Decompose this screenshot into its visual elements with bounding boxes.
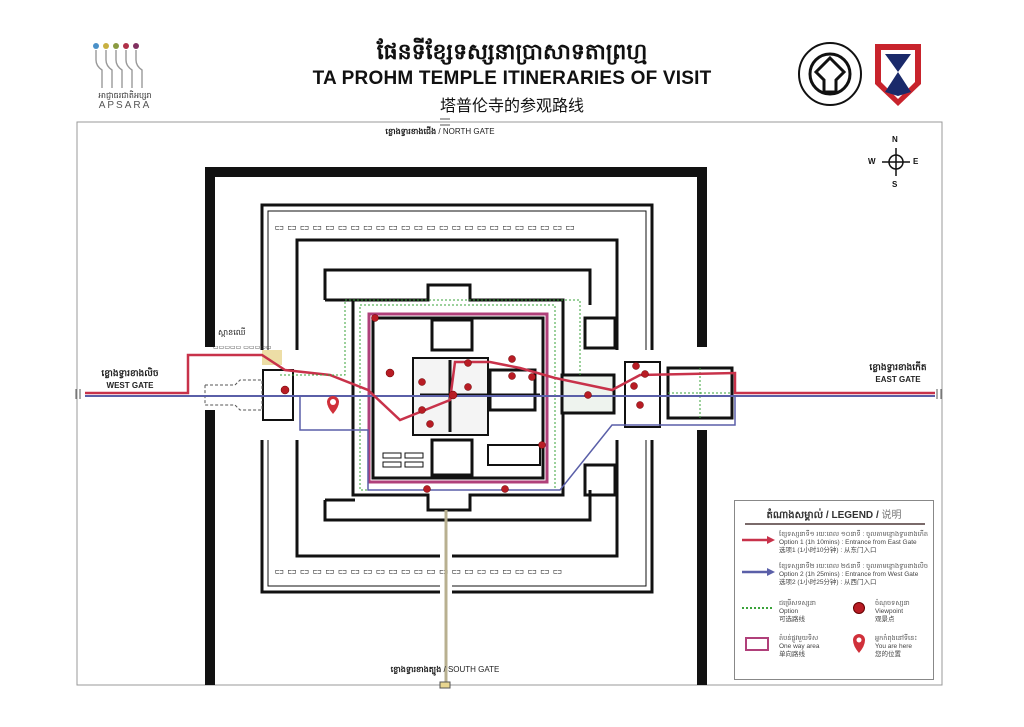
legend-title: តំណាងសម្គាល់ / LEGEND / 说明 [735, 506, 933, 523]
legend-item-one-way: តំបន់ផ្លូវមួយទិស One way area 单向路线 [779, 635, 819, 659]
location-pin-icon [853, 634, 865, 653]
legend-option2-chinese: 选项2 (1小时25分钟) : 从西门入口 [779, 579, 877, 586]
legend-item-option: ជម្រើសទស្សនា Option 可选路线 [779, 600, 816, 624]
viewpoint [584, 391, 592, 399]
title-english: TA PROHM TEMPLE ITINERARIES OF VISIT [312, 68, 712, 89]
outer-enclosure-wall [205, 167, 707, 685]
moat-walls [260, 203, 654, 594]
viewpoint [426, 420, 434, 428]
west-gate-label: ខ្លោងទ្វារខាងលិច WEST GATE [90, 368, 170, 390]
legend-viewpoint-khmer: ចំណុចទស្សនា [875, 600, 910, 607]
red-arrow-icon [742, 536, 775, 544]
south-gate-label: ខ្លោងទ្វារខាងត្បូង / SOUTH GATE [360, 664, 530, 676]
legend: តំណាងសម្គាល់ / LEGEND / 说明 ខ្សែទស្សនាទី១… [734, 500, 934, 680]
south-gate-khmer: ខ្លោងទ្វារខាងត្បូង [390, 665, 442, 674]
route-option1 [85, 353, 935, 422]
legend-viewpoint-chinese: 观景点 [875, 616, 895, 623]
viewpoint [632, 362, 640, 370]
apsara-logo [84, 38, 164, 113]
west-gate-khmer: ខ្លោងទ្វារខាងលិច [101, 368, 159, 378]
compass-e: E [913, 157, 919, 166]
legend-optional-english: Option [779, 608, 799, 615]
one-way-area-icon [745, 637, 769, 651]
green-dots-icon [742, 607, 774, 609]
compass-rose [882, 148, 910, 176]
svg-text:⊏⊐ ⊏⊐ ⊏⊐ ⊏⊐ ⊏⊐ ⊏⊐ ⊏⊐ ⊏⊐ ⊏⊐ ⊏⊐: ⊏⊐ ⊏⊐ ⊏⊐ ⊏⊐ ⊏⊐ ⊏⊐ ⊏⊐ ⊏⊐ ⊏⊐ ⊏⊐ ⊏⊐ ⊏⊐ ⊏⊐ ⊏… [275, 568, 562, 576]
viewpoint [423, 485, 431, 493]
legend-title-khmer: តំណាងសម្គាល់ [766, 510, 824, 521]
title-khmer: ផែនទីខ្សែទស្សនាប្រាសាទតាព្រហ្ម [376, 40, 648, 65]
you-are-here-pin [327, 396, 339, 414]
viewpoint [528, 373, 536, 381]
viewpoint [418, 406, 426, 414]
legend-option1-khmer: ខ្សែទស្សនាទី១ រយៈពេល ១០នាទី : ចូលតាមខ្លោ… [779, 531, 928, 538]
legend-oneway-english: One way area [779, 643, 820, 650]
legend-viewpoint-english: Viewpoint [875, 608, 904, 615]
north-gate-english: / NORTH GATE [438, 127, 495, 136]
wooden-bridge-label: ស្ពានឈើ [218, 327, 246, 337]
legend-sep: / [875, 510, 879, 521]
legend-optional-khmer: ជម្រើសទស្សនា [779, 600, 816, 607]
viewpoint [385, 368, 395, 378]
viewpoint [418, 378, 426, 386]
east-gate-english: EAST GATE [875, 375, 921, 384]
viewpoint [508, 355, 516, 363]
compass-w: W [868, 157, 876, 166]
viewpoint [636, 401, 644, 409]
legend-title-english: LEGEND [831, 510, 874, 521]
legend-option2-english: Option 2 (1h 25mins) : Entrance from Wes… [779, 571, 919, 578]
viewpoint [501, 485, 509, 493]
viewpoint [448, 390, 458, 400]
viewpoint [464, 359, 472, 367]
compass-s: S [892, 180, 898, 189]
legend-here-khmer: អ្នកកំពុងនៅទីនេះ [875, 635, 918, 642]
north-gate-label: ខ្លោងទ្វារខាងជើង / NORTH GATE [360, 126, 520, 138]
legend-option2-khmer: ខ្សែទស្សនាទី២ រយៈពេល ២៥នាទី : ចូលតាមខ្លោ… [779, 563, 928, 570]
ponds [583, 316, 617, 497]
compass-n: N [892, 135, 898, 144]
legend-oneway-khmer: តំបន់ផ្លូវមួយទិស [779, 635, 819, 642]
viewpoints [280, 314, 649, 493]
viewpoint [641, 370, 649, 378]
title-chinese: 塔普伦寺的参观路线 [439, 96, 584, 115]
moat-markers: ⊏⊐ ⊏⊐ ⊏⊐ ⊏⊐ ⊏⊐ ⊏⊐ ⊏⊐ ⊏⊐ ⊏⊐ ⊏⊐ ⊏⊐ ⊏⊐ ⊏⊐ ⊏… [275, 224, 574, 576]
legend-option1-chinese: 选项1 (1小时10分钟) : 从东门入口 [779, 547, 877, 554]
east-gate-label: ខ្លោងទ្វារខាងកើត EAST GATE [858, 362, 938, 384]
legend-here-chinese: 您的位置 [875, 651, 901, 658]
legend-sep: / [825, 510, 829, 521]
apsara-name: APSARA [98, 100, 152, 111]
south-gate-english: / SOUTH GATE [443, 665, 500, 674]
legend-here-english: You are here [875, 643, 912, 650]
viewpoint [538, 441, 546, 449]
west-gate-english: WEST GATE [106, 381, 154, 390]
viewpoint [630, 382, 638, 390]
world-heritage-emblem [796, 40, 864, 108]
blue-arrow-icon [742, 568, 775, 576]
svg-text:▭▭▭▭▭ ▭▭▭▭▭: ▭▭▭▭▭ ▭▭▭▭▭ [213, 344, 272, 351]
legend-item-option1: ខ្សែទស្សនាទី១ រយៈពេល ១០នាទី : ចូលតាមខ្លោ… [779, 531, 928, 555]
central-temple: ស្ពានឈើ ▭▭▭▭▭ ▭▭▭▭▭ [204, 283, 734, 512]
legend-divider [745, 523, 925, 525]
legend-oneway-chinese: 单向路线 [779, 651, 805, 658]
legend-item-viewpoint: ចំណុចទស្សនា Viewpoint 观景点 [875, 600, 910, 624]
viewpoint [371, 314, 379, 322]
legend-optional-chinese: 可选路线 [779, 616, 805, 623]
north-gate-khmer: ខ្លោងទ្វារខាងជើង [385, 127, 437, 136]
legend-title-chinese: 说明 [881, 510, 902, 521]
legend-option1-english: Option 1 (1h 10mins) : Entrance from Eas… [779, 539, 917, 546]
viewpoint [280, 385, 290, 395]
route-option2-south [299, 396, 736, 491]
shield-logo [873, 42, 923, 108]
east-gate-khmer: ខ្លោងទ្វារខាងកើត [869, 362, 927, 372]
svg-text:⊏⊐ ⊏⊐ ⊏⊐ ⊏⊐ ⊏⊐ ⊏⊐ ⊏⊐ ⊏⊐ ⊏⊐ ⊏⊐: ⊏⊐ ⊏⊐ ⊏⊐ ⊏⊐ ⊏⊐ ⊏⊐ ⊏⊐ ⊏⊐ ⊏⊐ ⊏⊐ ⊏⊐ ⊏⊐ ⊏⊐ ⊏… [275, 224, 574, 232]
gate-markers [75, 118, 942, 689]
map-frame [76, 121, 943, 686]
viewpoint [464, 383, 472, 391]
legend-item-you-are-here: អ្នកកំពុងនៅទីនេះ You are here 您的位置 [875, 635, 917, 659]
viewpoint-icon [853, 602, 865, 614]
legend-item-option2: ខ្សែទស្សនាទី២ រយៈពេល ២៥នាទី : ចូលតាមខ្លោ… [779, 563, 928, 587]
apsara-khmer-name: អាជ្ញាធរជាតិអប្សរា [98, 91, 152, 100]
viewpoint [508, 372, 516, 380]
